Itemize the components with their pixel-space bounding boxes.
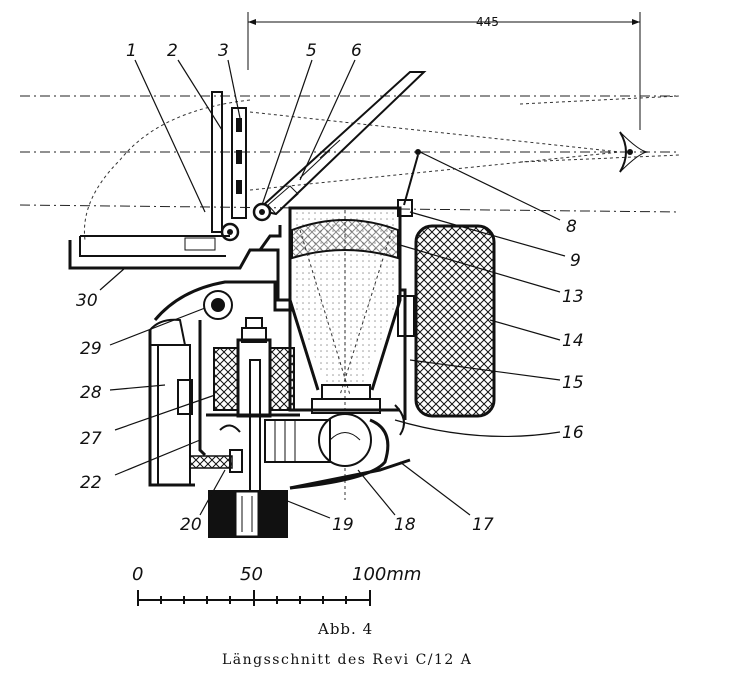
eye-symbol	[619, 131, 649, 173]
figure-number: Abb. 4	[317, 620, 373, 638]
sun-filter-arm	[252, 71, 427, 222]
part-label-2: 2	[167, 41, 178, 61]
figure-title: Längsschnitt des Revi C/12 A	[222, 652, 472, 668]
scale-bar	[137, 590, 371, 606]
pivot-bearing	[203, 290, 233, 320]
part-label-27: 27	[80, 429, 102, 449]
part-label-19: 19	[332, 515, 354, 535]
lamp-assembly	[264, 404, 411, 490]
lens-cone	[288, 210, 402, 500]
part-label-13: 13	[562, 287, 584, 307]
part-label-18: 18	[394, 515, 416, 535]
scale-label-50: 50	[240, 564, 263, 585]
leader-lines	[99, 59, 566, 519]
lamp-holder	[189, 317, 300, 538]
scale-label-0: 0	[132, 564, 143, 585]
part-label-30: 30	[76, 291, 98, 311]
part-label-29: 29	[80, 339, 102, 359]
part-label-6: 6	[351, 41, 362, 61]
part-label-9: 9	[570, 251, 581, 271]
part-label-1: 1	[126, 41, 137, 61]
rear-sight-pin	[397, 149, 421, 217]
sight-lines	[19, 95, 681, 241]
part-label-5: 5	[306, 41, 317, 61]
crash-pad	[397, 224, 496, 418]
dimension-value: 445	[476, 15, 499, 29]
scale-label-100mm: 100mm	[352, 564, 421, 585]
reflector-frame	[211, 91, 247, 242]
part-label-28: 28	[80, 383, 102, 403]
part-label-16: 16	[562, 423, 584, 443]
dimension-line	[247, 12, 641, 130]
part-label-20: 20	[180, 515, 202, 535]
part-label-22: 22	[80, 473, 102, 493]
part-label-15: 15	[562, 373, 584, 393]
part-label-8: 8	[566, 217, 577, 237]
part-label-3: 3	[218, 41, 229, 61]
part-label-17: 17	[472, 515, 494, 535]
part-label-14: 14	[562, 331, 584, 351]
